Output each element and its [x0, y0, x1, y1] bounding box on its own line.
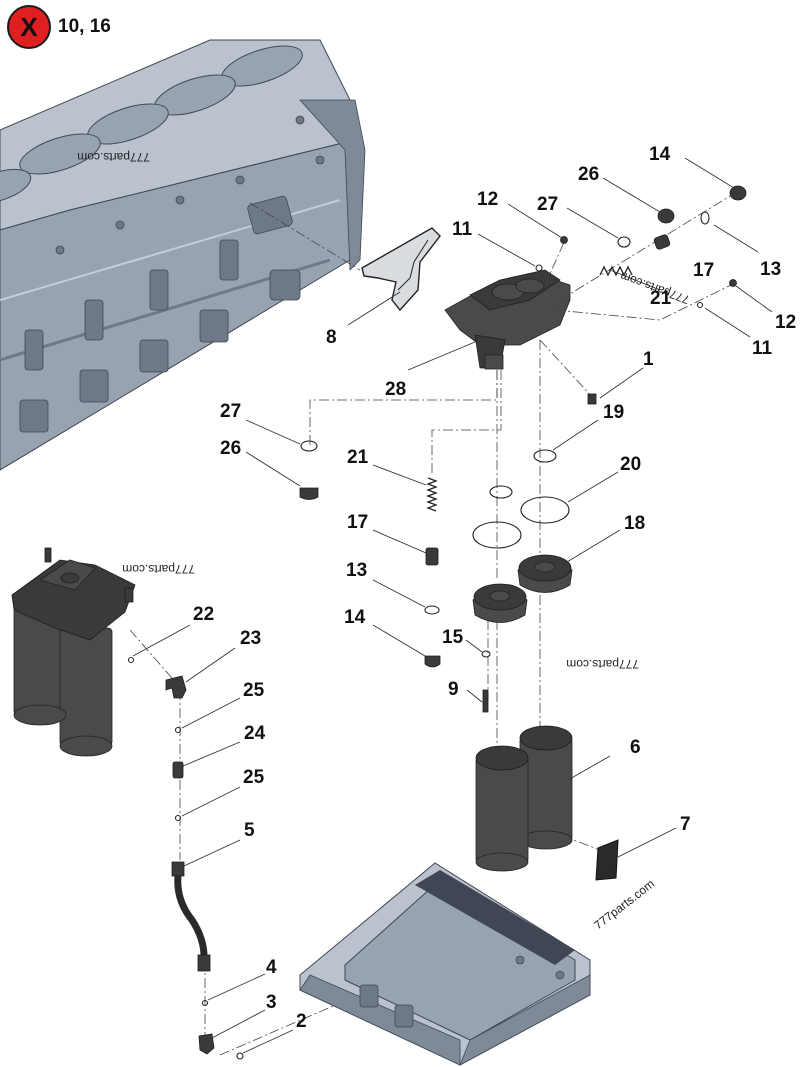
callout-4: 4 — [266, 957, 277, 978]
callout-26-upper: 26 — [578, 164, 599, 185]
callout-27-upper: 27 — [537, 194, 558, 215]
connector-24 — [172, 761, 184, 779]
callout-19: 19 — [603, 402, 624, 423]
adapter-18 — [517, 554, 573, 593]
watermark-filter: 777parts.com — [122, 562, 195, 576]
watermark-label: 777parts.com — [591, 877, 657, 933]
upper-right-parts — [535, 185, 747, 405]
filter-cartridges-6 — [475, 725, 573, 872]
callout-11-lower: 11 — [752, 338, 773, 359]
callout-numbers: 14 26 27 12 11 13 17 21 12 11 8 28 1 19 … — [193, 144, 796, 1032]
callout-14-lower: 14 — [344, 607, 366, 628]
notice-badge-circle — [7, 5, 51, 49]
oring-4 — [201, 999, 209, 1007]
callout-25-lower: 25 — [243, 767, 265, 788]
oring-upper-left — [489, 485, 513, 499]
callout-6: 6 — [630, 737, 641, 758]
callout-3: 3 — [266, 992, 277, 1013]
oring-15 — [481, 650, 491, 658]
spring-21-lower — [426, 477, 438, 512]
filter-head-28 — [444, 269, 571, 370]
label-7 — [595, 839, 619, 881]
callout-21-lower: 21 — [347, 447, 369, 468]
callout-17-upper: 17 — [693, 260, 714, 281]
callout-15: 15 — [442, 627, 464, 648]
oring-left-large — [472, 521, 522, 549]
callout-18: 18 — [624, 513, 645, 534]
oil-pan — [299, 862, 591, 1066]
watermark-mid: 777parts.com — [566, 657, 639, 671]
callout-23: 23 — [240, 628, 261, 649]
adapter-left — [472, 583, 528, 623]
callout-13-lower: 13 — [346, 560, 367, 581]
oring-25-lower — [174, 814, 182, 822]
callout-8: 8 — [326, 327, 337, 348]
bolt-9 — [482, 689, 489, 713]
callout-20: 20 — [620, 454, 641, 475]
oring-25-upper — [174, 726, 182, 734]
engine-block: 777parts.com — [0, 39, 366, 471]
valve-17-lower — [425, 547, 439, 566]
elbow-3 — [198, 1033, 215, 1055]
callout-11-upper: 11 — [452, 219, 473, 240]
callout-2: 2 — [296, 1011, 307, 1032]
notice-text: 10, 16 — [58, 16, 111, 37]
oring-22 — [127, 656, 135, 664]
filter-assembly-preview — [11, 547, 136, 757]
notice-badge: X 10, 16 — [7, 5, 111, 49]
plug-14-lower — [424, 655, 441, 668]
oring-2 — [236, 1052, 244, 1060]
callout-17-lower: 17 — [347, 512, 368, 533]
callout-21-upper: 21 — [650, 288, 672, 309]
oring-13-lower — [424, 605, 440, 615]
callout-7: 7 — [680, 814, 691, 835]
callout-13-upper: 13 — [760, 259, 781, 280]
callout-14-upper: 14 — [649, 144, 671, 165]
oring-20 — [520, 496, 570, 524]
callout-26-lower: 26 — [220, 438, 241, 459]
callout-12-upper: 12 — [477, 189, 498, 210]
callout-5: 5 — [244, 820, 255, 841]
hose-5 — [171, 861, 211, 972]
notice-badge-x-icon: X — [20, 12, 38, 42]
elbow-23 — [165, 675, 187, 699]
oring-27-lower — [300, 440, 318, 452]
callout-12-lower: 12 — [775, 312, 796, 333]
callout-28: 28 — [385, 379, 406, 400]
callout-1: 1 — [643, 349, 654, 370]
callout-leaders — [132, 157, 773, 1054]
callout-9: 9 — [448, 679, 459, 700]
callout-22: 22 — [193, 604, 214, 625]
oring-19 — [533, 449, 557, 463]
callout-25-upper: 25 — [243, 680, 265, 701]
gasket-8 — [361, 227, 441, 312]
watermark-engine: 777parts.com — [77, 150, 150, 164]
plug-26-lower — [299, 487, 319, 500]
callout-27-lower: 27 — [220, 401, 241, 422]
callout-24: 24 — [244, 723, 266, 744]
